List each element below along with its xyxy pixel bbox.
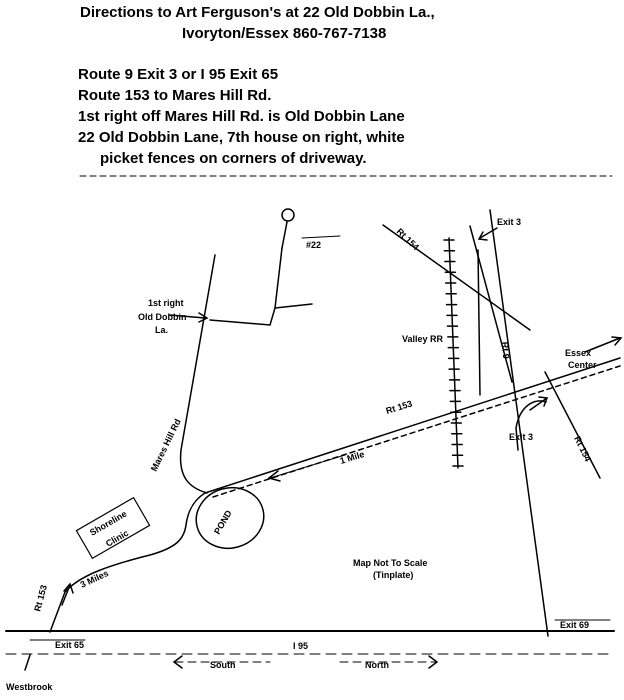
first-right-arrow-line [169,314,206,319]
essex-arrow-line [584,337,621,353]
route-153-south-road [49,492,206,633]
exit3-bottom-label: Exit 3 [509,432,533,442]
old-dobbin-lane [209,247,283,326]
map-title-line-1: Directions to Art Ferguson's at 22 Old D… [80,4,435,21]
westbrook-label: Westbrook [6,682,53,692]
map-title-line-2: Ivoryton/Essex 860-767-7138 [182,25,387,42]
house-label-line [301,235,341,239]
north-arrow [428,655,439,669]
one-mile-arrow [267,470,281,482]
route-154-road [382,224,531,331]
shoreline-clinic-box [75,496,151,560]
exit65-label: Exit 65 [55,640,84,650]
pond [195,486,265,550]
three-miles-arrow [63,582,74,594]
one-mile-label: 1 Mile [339,449,366,466]
mares-hill-road [179,254,216,494]
exit3-loop [515,400,547,451]
rt153-left-label: Rt 153 [32,584,49,613]
exit69-label: Exit 69 [560,620,589,630]
westbrook-line [24,654,31,671]
old-dobbin-label-2: La. [155,325,168,335]
route-153-road [204,357,621,494]
essex-arrow [611,336,623,346]
exit3-bottom-arrow [529,397,548,411]
exit3-top-label: Exit 3 [497,217,521,227]
essex-center-label-2: Center [568,360,597,370]
route-9-ramp [477,249,481,396]
route-9-road [489,209,549,637]
first-right-arrow [198,312,209,323]
valley-rr-label: Valley RR [402,334,444,344]
direction-line-5: picket fences on corners of driveway. [100,150,367,167]
shoreline-label-2: Clinic [104,528,130,549]
not-to-scale-label-2: (Tinplate) [373,570,413,580]
house-label: #22 [306,240,321,250]
direction-line-1: Route 9 Exit 3 or I 95 Exit 65 [78,66,279,83]
exit3-bottom-arrow-head [538,396,549,407]
rt154-top-label: Rt 154 [395,226,421,252]
direction-line-2: Route 153 to Mares Hill Rd. [78,87,272,104]
route-154-lower-road [544,371,601,479]
old-dobbin-label-1: Old Dobbin [138,312,187,322]
house-marker [281,208,295,222]
exit3-top-arrow-line [479,227,498,239]
rt153-label: Rt 153 [385,398,414,415]
pond-label: POND [212,508,234,536]
rt154-bottom-label: Rt 154 [572,434,593,463]
north-label: North [365,660,389,670]
essex-center-label-1: Essex [565,348,591,358]
exit3-top-arrow [477,231,488,241]
three-miles-arrow-line [61,584,71,606]
valley-rr-track [448,237,459,469]
i95-label: I 95 [293,641,308,651]
rt9-label: Rt 9 [500,341,511,359]
direction-line-4: 22 Old Dobbin Lane, 7th house on right, … [78,129,405,146]
route-9-ramp-2 [469,225,513,383]
one-mile-arrow-line [269,454,346,479]
house-line [281,221,288,249]
three-miles-label: 3 Miles [79,568,110,590]
first-right-label: 1st right [148,298,184,308]
mares-hill-label: Mares Hill Rd [149,417,183,473]
south-arrow [172,655,183,669]
rr-ties [443,239,464,467]
driveway [274,303,313,309]
route-153-road-inner [212,365,621,498]
not-to-scale-label-1: Map Not To Scale [353,558,427,568]
south-label: South [210,660,236,670]
direction-line-3: 1st right off Mares Hill Rd. is Old Dobb… [78,108,405,125]
